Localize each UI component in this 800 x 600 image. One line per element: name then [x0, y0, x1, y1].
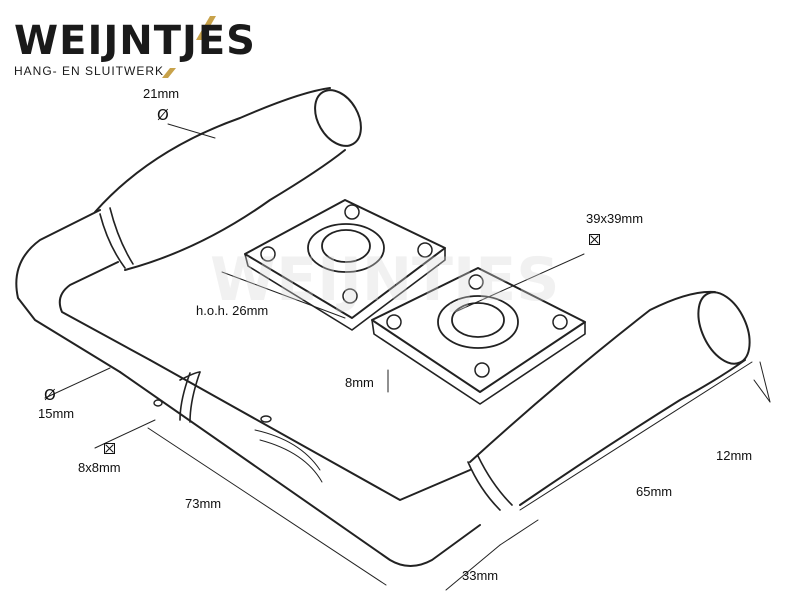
top-grip	[94, 87, 362, 271]
dim-grip-diameter: 21mm	[143, 86, 180, 101]
square-icon	[104, 443, 115, 454]
dim-length-73: 73mm	[185, 496, 222, 511]
dim-rosette-size: 39x39mm	[586, 211, 644, 226]
logo-accent-mark	[162, 16, 216, 78]
right-grip	[467, 290, 751, 511]
dim-spindle: 8x8mm	[78, 460, 121, 475]
dim-thickness-12: 12mm	[716, 448, 753, 463]
rosette-front	[371, 267, 586, 405]
left-lever	[15, 209, 481, 567]
dimension-lines	[44, 123, 771, 591]
square-icon	[589, 234, 600, 245]
dim-offset-33: 33mm	[462, 568, 499, 583]
svg-text:WEIJNTJES: WEIJNTJES	[210, 245, 559, 315]
dim-rosette-height: 8mm	[345, 375, 374, 390]
diameter-icon: Ø	[157, 106, 169, 124]
brand-tagline: HANG- EN SLUITWERK	[14, 64, 165, 78]
dim-hole-spacing: h.o.h. 26mm	[196, 303, 269, 318]
diameter-icon: Ø	[44, 386, 56, 404]
brand-logo: WEIJNTJES	[14, 18, 256, 64]
rosette-back	[244, 199, 446, 331]
dim-neck-diameter: 15mm	[38, 406, 75, 421]
dim-length-65: 65mm	[636, 484, 673, 499]
